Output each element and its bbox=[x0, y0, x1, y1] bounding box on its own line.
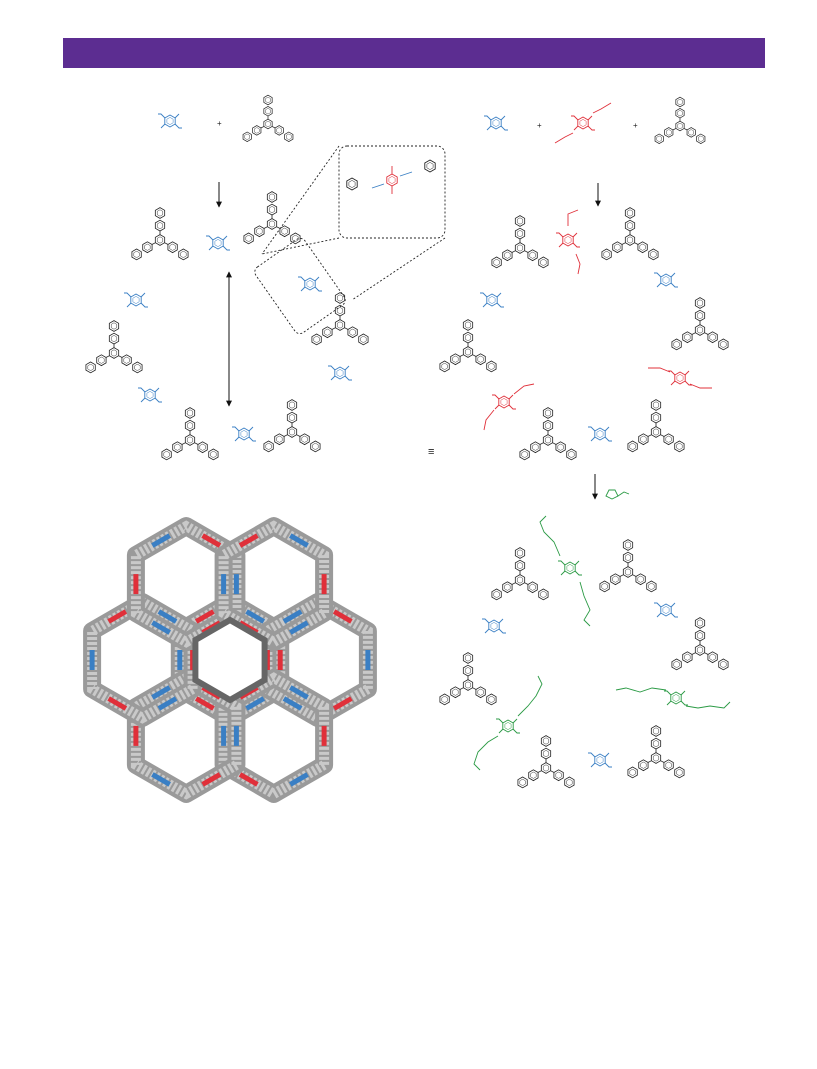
top-right-linker-b bbox=[554, 102, 612, 144]
zoom-line-1 bbox=[261, 237, 340, 255]
model-linker-segment bbox=[157, 696, 178, 711]
inset-molecule bbox=[346, 159, 436, 194]
model-linker-segment bbox=[238, 772, 259, 787]
plus-sign-right-2: + bbox=[633, 121, 638, 130]
model-linker-segment bbox=[194, 609, 215, 624]
right-framework-blue-linkers bbox=[480, 273, 678, 441]
model-linker-segment bbox=[289, 533, 309, 548]
zoom-source-box bbox=[254, 237, 346, 335]
model-linker-segment bbox=[289, 620, 309, 635]
right-framework-red-linkers bbox=[483, 209, 712, 431]
pore-wall-texture bbox=[218, 520, 330, 648]
top-left-linker bbox=[158, 114, 182, 128]
model-linker-segment bbox=[151, 620, 171, 635]
zoom-line-2 bbox=[351, 237, 446, 301]
zoom-inset-box bbox=[338, 145, 446, 239]
bottom-framework-green-linkers bbox=[473, 515, 731, 771]
model-linker-segment bbox=[194, 696, 215, 711]
header-banner bbox=[63, 38, 765, 68]
model-linker-segment bbox=[157, 609, 178, 624]
model-linker-segment bbox=[245, 609, 266, 624]
model-linker-segment bbox=[282, 609, 303, 624]
model-linker-segment bbox=[151, 685, 171, 700]
model-linker-segment bbox=[151, 533, 171, 548]
top-right-node bbox=[655, 97, 705, 143]
zoom-line-3 bbox=[261, 145, 340, 255]
model-linker-segment bbox=[289, 772, 309, 787]
right-framework-nodes bbox=[440, 208, 728, 460]
pore-wall-texture bbox=[218, 672, 330, 800]
central-pore bbox=[192, 616, 268, 704]
pore-wall-texture bbox=[130, 672, 242, 800]
reagent-ring-icon bbox=[605, 489, 630, 500]
top-right-linker-a bbox=[484, 116, 508, 130]
plus-sign-right-1: + bbox=[537, 121, 542, 130]
model-linker-segment bbox=[107, 609, 128, 624]
left-framework-nodes bbox=[86, 192, 368, 460]
model-linker-segment bbox=[289, 685, 309, 700]
equiv-sign: ≡ bbox=[428, 446, 434, 458]
model-linker-segment bbox=[245, 696, 266, 711]
model-linker-segment bbox=[107, 696, 128, 711]
model-linker-segment bbox=[282, 696, 303, 711]
model-linker-segment bbox=[151, 772, 171, 787]
left-framework-linkers bbox=[124, 236, 352, 441]
model-linker-segment bbox=[201, 772, 222, 787]
model-linker-segment bbox=[332, 609, 353, 624]
space-filling-model bbox=[83, 517, 377, 803]
bottom-framework-blue-linkers bbox=[482, 603, 678, 767]
model-linker-segment bbox=[332, 696, 353, 711]
pore-wall-texture bbox=[262, 596, 373, 724]
top-left-node bbox=[243, 95, 293, 141]
plus-sign-left: + bbox=[217, 119, 222, 128]
model-linker-segment bbox=[238, 533, 259, 548]
bottom-framework-nodes bbox=[440, 540, 728, 788]
model-linker-segment bbox=[201, 533, 222, 548]
